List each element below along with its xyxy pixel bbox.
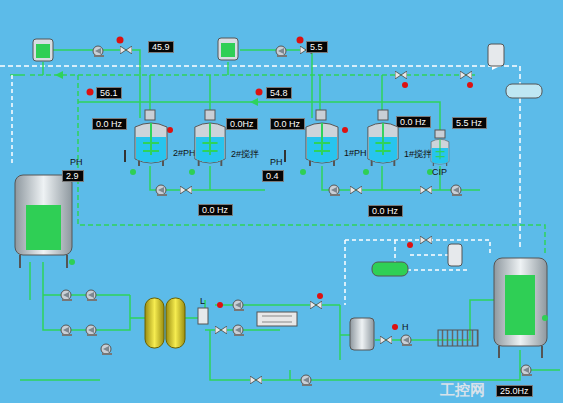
readout-value: 5.5 Hz [453,118,486,128]
readout-display: 2.9 [62,170,84,182]
readout-display: 0.0 Hz [92,118,127,130]
tank-vessel [430,138,450,166]
readout-display: 0.0Hz [226,118,258,130]
tank-vessel: 2#搅拌 [193,121,227,166]
watermark: 工控网 [440,381,485,400]
readout-display: 0.0 Hz [396,116,431,128]
readout-value: 0.0 Hz [199,205,232,215]
tank-vessel [133,121,169,166]
readout-value: 0.0 Hz [93,119,126,129]
tank-label: 2#搅拌 [231,148,259,161]
readout-display: 5.5 [306,41,328,53]
tank-vessel: 1#PH [304,121,340,166]
readout-display: 0.4 [262,170,284,182]
readout-value: 0.0 Hz [369,206,402,216]
tank-vessel: CIP [430,138,450,166]
tank-label: 2#PH [173,148,196,158]
readout-display: 0.0 Hz [270,118,305,130]
readout-value: 5.5 [307,42,327,52]
readout-display: 0.0 Hz [368,205,403,217]
tag-label: PH [70,157,83,167]
readout-display: 56.1 [96,87,122,99]
tank-label: 1#搅拌 [404,148,432,161]
readout-display: 5.5 Hz [452,117,487,129]
tag-label: H [402,322,409,332]
readout-value: 45.9 [149,42,173,52]
readout-value: 2.9 [63,171,83,181]
tank-label: CIP [432,167,447,177]
readout-display: 25.0Hz [496,385,533,397]
readout-value: 25.0Hz [497,386,532,396]
tank-vessel [304,121,340,166]
readout-value: 0.4 [263,171,283,181]
tag-label: PH [270,157,283,167]
readout-value: 0.0 Hz [397,117,430,127]
tank-vessel [193,121,227,166]
readout-value: 56.1 [97,88,121,98]
readout-display: 0.0 Hz [198,204,233,216]
tank-vessel: 2#PH [133,121,169,166]
readout-value: 0.0Hz [227,119,257,129]
tank-vessel: 1#搅拌 [366,121,400,166]
readout-display: 54.8 [266,87,292,99]
readout-value: 54.8 [267,88,291,98]
tank-vessel [366,121,400,166]
readout-value: 0.0 Hz [271,119,304,129]
tag-label: L [200,296,205,306]
readout-display: 45.9 [148,41,174,53]
tank-label: 1#PH [344,148,367,158]
